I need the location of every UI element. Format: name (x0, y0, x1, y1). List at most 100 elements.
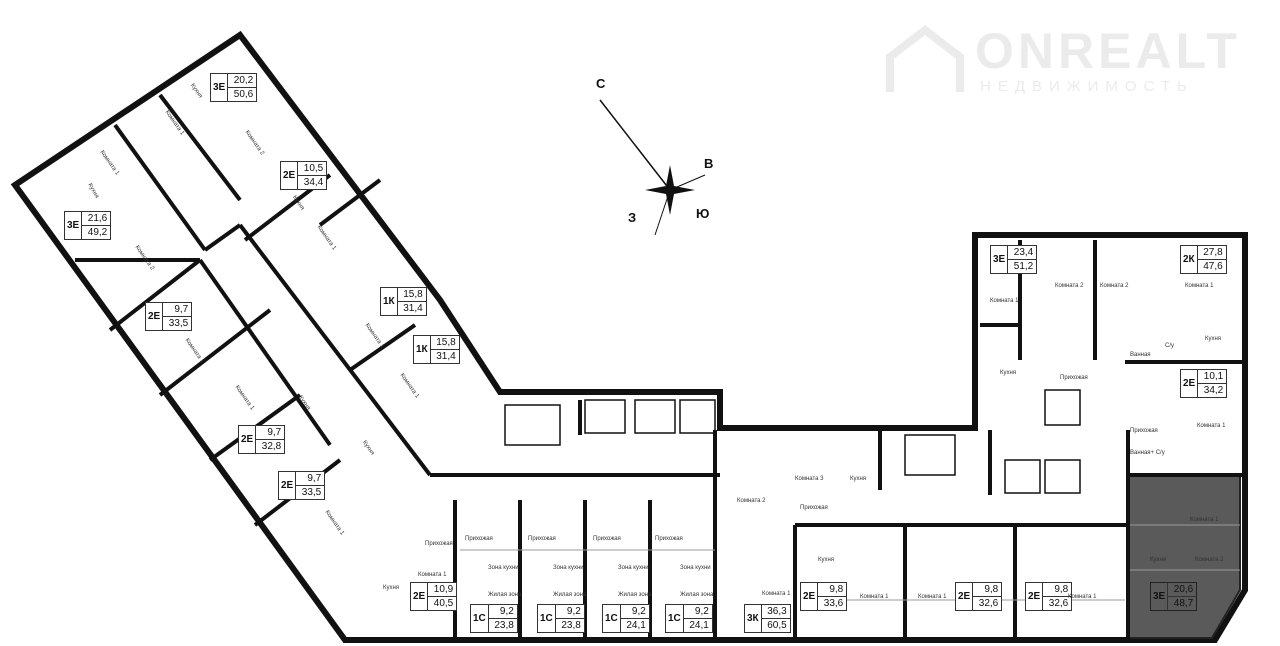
living-area: 15,8 (397, 288, 426, 302)
living-area: 23,4 (1008, 246, 1037, 260)
total-area: 23,8 (494, 620, 514, 631)
living-area: 9,7 (163, 303, 192, 317)
inner-walls (75, 93, 1245, 640)
apartment-type: 2Е (956, 583, 974, 610)
apartment-type: 1С (666, 605, 684, 632)
room-label: Комната 1 (1185, 283, 1214, 289)
compass-west: З (628, 210, 637, 225)
room-label: Комната 1 (762, 591, 791, 597)
room-label: Зона кухни (553, 565, 584, 571)
apartment-type: 1С (538, 605, 556, 632)
apartment-type: 1С (471, 605, 489, 632)
logo-tagline: НЕДВИЖИМОСТЬ (980, 78, 1194, 95)
living-area: 9,7 (296, 472, 325, 486)
apartment-type: 2Е (146, 303, 164, 330)
logo-name: ONREALT (975, 23, 1241, 79)
room-label: Комната 1 (1190, 517, 1219, 523)
living-area: 9,2 (683, 605, 712, 619)
room-label: Кухня (850, 476, 867, 482)
total-area: 32,6 (978, 598, 999, 609)
room-label: Прихожая (1060, 375, 1088, 381)
elevator-shafts (504, 389, 1081, 494)
room-label: Кухня (383, 585, 400, 591)
apartment-type: 1С (603, 605, 621, 632)
apartment-type: 1К (414, 336, 431, 363)
room-label: Жилая зона (553, 592, 587, 598)
living-area: 36,3 (761, 605, 790, 619)
apartment-type: 2Е (801, 583, 819, 610)
compass-south: Ю (696, 206, 710, 221)
room-label: Зона кухни (488, 565, 519, 571)
living-area: 21,6 (82, 212, 111, 226)
total-area: 31,4 (436, 351, 456, 362)
room-label: Комната 1 (990, 298, 1019, 304)
room-label: Прихожая (528, 536, 556, 542)
room-label: Комната 2 (1055, 283, 1084, 289)
room-label: Кухня (1205, 336, 1222, 342)
room-label: Комната 2 (1100, 283, 1129, 289)
living-area: 10,9 (428, 583, 457, 597)
room-label: Зона кухни (618, 565, 649, 571)
total-area: 51,2 (1013, 261, 1034, 272)
living-area: 9,8 (973, 583, 1002, 597)
living-area: 10,1 (1198, 370, 1227, 384)
room-label: Прихожая (465, 536, 493, 542)
room-label: Жилая зона (488, 592, 522, 598)
total-area: 24,1 (626, 620, 646, 631)
total-area: 31,4 (403, 303, 423, 314)
room-label: Прихожая (655, 536, 683, 542)
living-area: 10,5 (298, 162, 327, 176)
apartment-type: 2Е (1181, 370, 1199, 397)
total-area: 48,7 (1173, 598, 1194, 609)
room-label: Ванная (1130, 352, 1151, 358)
house-logo-icon (886, 24, 964, 92)
total-area: 50,6 (233, 89, 254, 100)
compass-east: В (704, 156, 714, 171)
room-label: Кухня (1150, 557, 1167, 563)
room-label: Жилая зона (680, 592, 714, 598)
room-label: Прихожая (425, 541, 453, 547)
room-label: Жилая зона (618, 592, 652, 598)
apartment-type: 2Е (411, 583, 429, 610)
apartment-type: 3Е (991, 246, 1009, 273)
apartment-type: 2Е (279, 472, 297, 499)
living-area: 9,8 (1043, 583, 1072, 597)
living-area: 20,6 (1168, 583, 1197, 597)
room-label: Комната 1 (918, 594, 947, 600)
room-label: Ванная+ С/у (1130, 450, 1165, 456)
total-area: 33,6 (823, 598, 844, 609)
room-label: Прихожая (800, 505, 828, 511)
compass-north: С (596, 76, 606, 91)
living-area: 27,8 (1197, 246, 1226, 260)
living-area: 15,8 (430, 336, 459, 350)
total-area: 34,2 (1203, 385, 1224, 396)
apartment-type: 2Е (239, 426, 257, 453)
apartment-type: 3Е (65, 212, 83, 239)
room-label: Комната 2 (737, 498, 766, 504)
room-partitions (460, 524, 1240, 601)
room-label: Комната 1 (1068, 594, 1097, 600)
total-area: 60,5 (767, 620, 787, 631)
living-area: 20,2 (228, 74, 257, 88)
